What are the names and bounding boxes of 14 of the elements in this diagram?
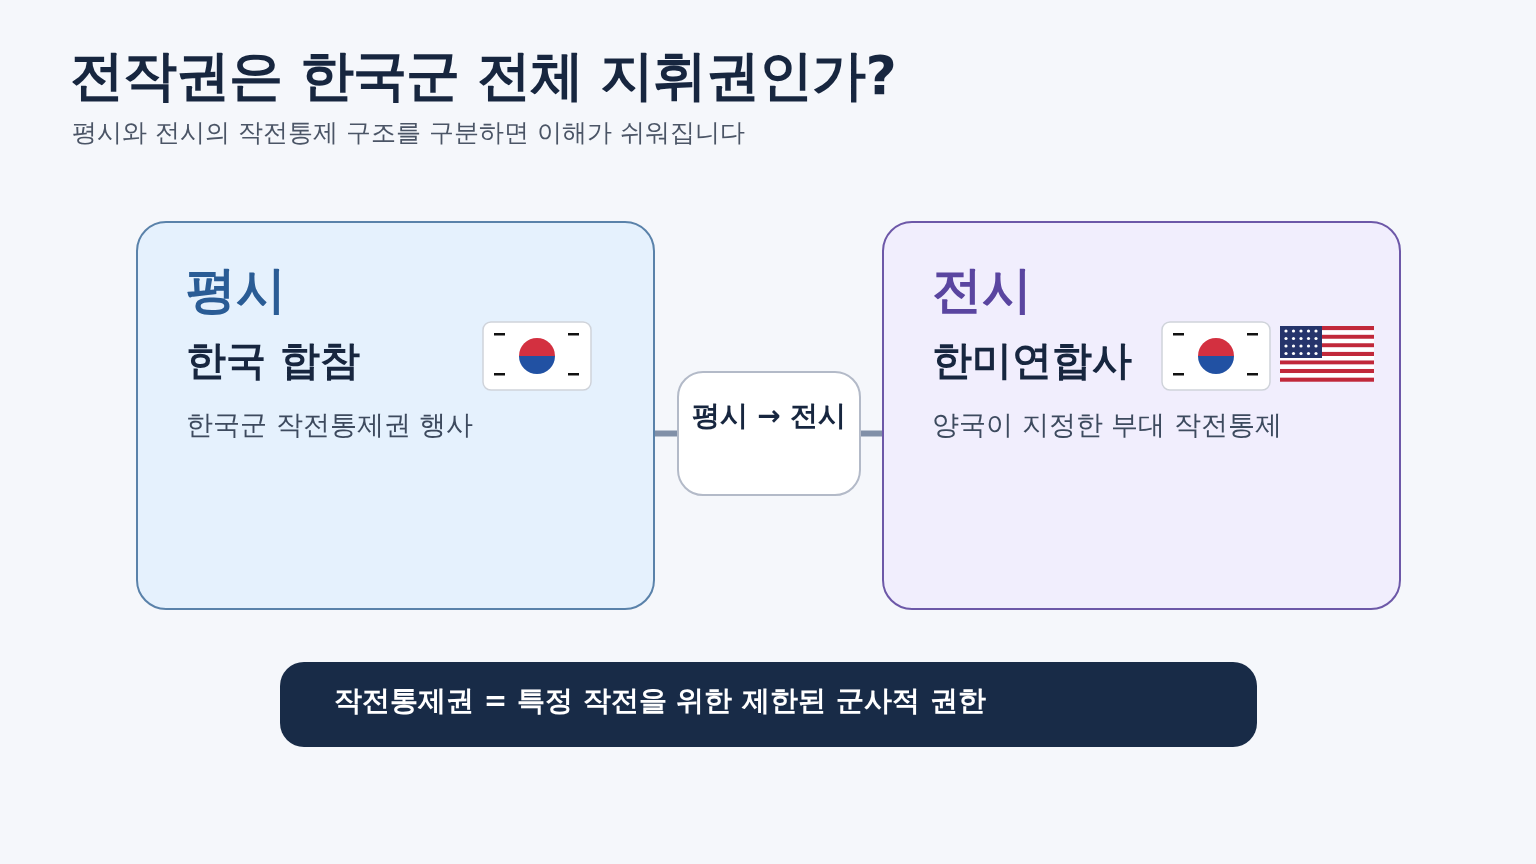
definition-banner: 작전통제권 = 특정 작전을 위한 제한된 군사적 권한 [280,662,1257,747]
period-heading: 평시 [186,260,286,321]
description-text: 한국군 작전통제권 행사 [186,408,474,442]
panel-card [136,221,655,610]
connector-line [655,430,677,437]
period-heading: 전시 [932,260,1032,321]
subtitle: 평시와 전시의 작전통제 구조를 구분하면 이해가 쉬워집니다 [72,117,745,149]
connector-line [861,430,882,437]
title: 전작권은 한국군 전체 지휘권인가? [70,43,896,109]
command-heading: 한미연합사 [932,336,1132,385]
description-text: 양국이 지정한 부대 작전통제 [932,408,1282,442]
command-heading: 한국 합참 [186,336,360,385]
transition-box: 평시 → 전시 [677,371,861,496]
panel-card [882,221,1401,610]
